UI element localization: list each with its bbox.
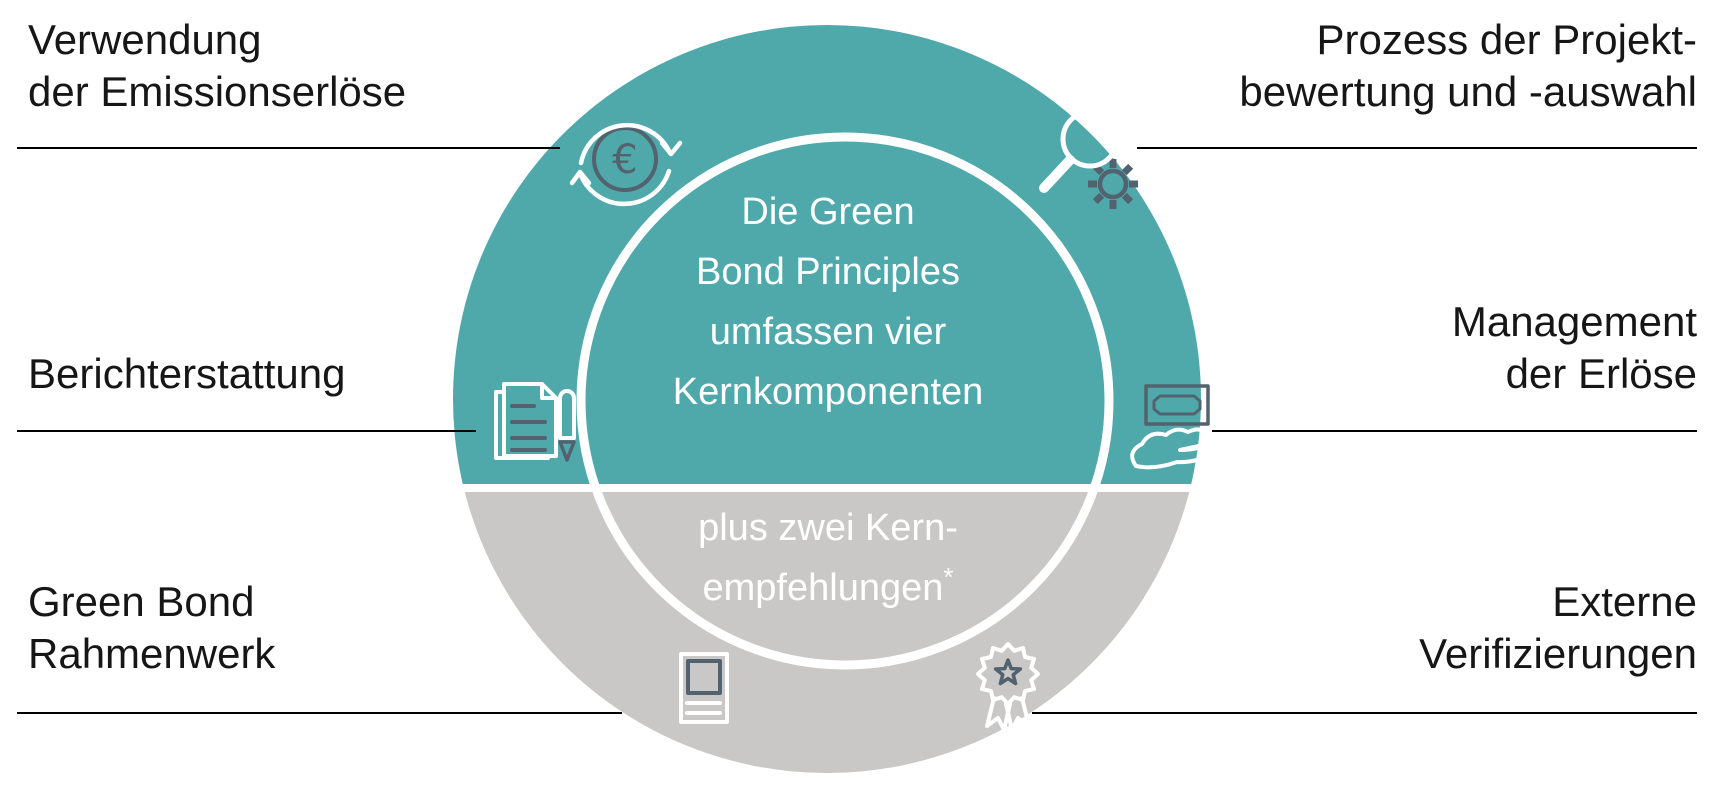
label-line: der Erlöse	[1505, 350, 1697, 397]
euro-cycle-icon: €	[569, 122, 683, 207]
label-management-der-erloese: Management der Erlöse	[1137, 296, 1697, 400]
center-text-line: empfehlungen*	[702, 562, 954, 609]
award-ribbon-icon	[976, 642, 1040, 732]
center-text-line: plus zwei Kern-	[698, 507, 958, 549]
label-line: Green Bond	[28, 578, 255, 625]
label-line: bewertung und -auswahl	[1239, 68, 1697, 115]
label-prozess-der-projektbewertung: Prozess der Projekt- bewertung und -ausw…	[1137, 14, 1697, 118]
euro-symbol: €	[612, 137, 637, 183]
magnifier-gear-icon	[1039, 109, 1138, 209]
banknote-hand-icon	[1130, 384, 1220, 470]
label-line: Management	[1451, 298, 1697, 345]
pencil-tip	[558, 440, 576, 462]
framework-document-icon	[679, 652, 729, 724]
center-sub-text: plus zwei Kern- empfehlungen*	[522, 498, 1134, 621]
magnifier-glass	[1060, 109, 1120, 169]
magnifier-handle	[1039, 155, 1075, 193]
separator-bottom-left	[17, 712, 622, 714]
separator-top-right	[1137, 147, 1697, 149]
footnote-asterisk: *	[943, 562, 954, 592]
label-line: Externe	[1552, 578, 1697, 625]
documents-pencil-icon	[494, 382, 576, 462]
ribbon-tail-right	[1004, 696, 1031, 732]
label-green-bond-rahmenwerk: Green Bond Rahmenwerk	[28, 576, 508, 680]
separator-top-left	[17, 147, 560, 149]
label-verwendung-der-emissionserloese: Verwendung der Emissionserlöse	[28, 14, 508, 118]
label-line: Rahmenwerk	[28, 630, 276, 677]
center-main-text: Die Green Bond Principles umfassen vier …	[522, 182, 1134, 422]
label-line: der Emissionserlöse	[28, 68, 407, 115]
ribbon-tail-left	[985, 696, 1012, 732]
hand-outline	[1130, 427, 1220, 470]
label-berichterstattung: Berichterstattung	[28, 348, 508, 400]
teal-upper-semicircle	[453, 25, 1201, 484]
label-line: Verifizierungen	[1419, 630, 1697, 677]
star-icon	[993, 658, 1023, 686]
label-externe-verifizierungen: Externe Verifizierungen	[1137, 576, 1697, 680]
separator-mid-left	[17, 430, 476, 432]
label-line: Berichterstattung	[28, 350, 346, 397]
pencil-body	[558, 389, 576, 440]
inner-ring	[576, 132, 1114, 670]
separator-bottom-right	[1032, 712, 1697, 714]
separator-mid-right	[1212, 430, 1697, 432]
rosette-scallop	[976, 642, 1040, 706]
center-text-line: umfassen vier	[709, 311, 947, 353]
center-text-line: Bond Principles	[695, 251, 961, 293]
center-text-line: Kernkomponenten	[672, 371, 984, 413]
label-line: Prozess der Projekt-	[1316, 16, 1697, 63]
label-line: Verwendung	[28, 16, 262, 63]
center-text-line: Die Green	[741, 191, 915, 233]
